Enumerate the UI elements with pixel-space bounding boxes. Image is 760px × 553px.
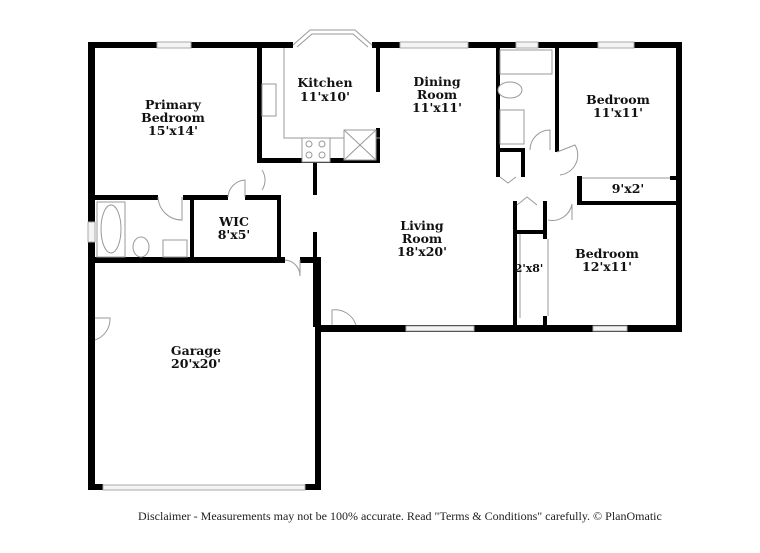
- room-bedroom-2: Bedroom 12'x11': [575, 246, 639, 274]
- room-closet-9x2: 9'x2': [612, 181, 645, 196]
- room-size: 11'x10': [300, 89, 350, 104]
- room-name: Room: [402, 231, 442, 246]
- disclaimer: Disclaimer - Measurements may not be 100…: [138, 509, 662, 523]
- room-size: 12'x11': [582, 259, 632, 274]
- room-garage: Garage 20'x20': [171, 343, 221, 371]
- room-dining-room: Dining Room 11'x11': [412, 74, 462, 115]
- room-name: Garage: [171, 343, 221, 358]
- room-size: 2'x8': [515, 262, 544, 275]
- room-living-room: Living Room 18'x20': [397, 218, 447, 259]
- room-size: 9'x2': [612, 181, 645, 196]
- room-size: 11'x11': [593, 105, 643, 120]
- room-size: 18'x20': [397, 244, 447, 259]
- room-size: 15'x14': [148, 123, 198, 138]
- room-primary-bedroom: Primary Bedroom 15'x14': [141, 97, 205, 138]
- room-name: WIC: [218, 214, 249, 229]
- room-size: 11'x11': [412, 100, 462, 115]
- room-name: Primary: [145, 97, 202, 112]
- room-name: Living: [400, 218, 444, 233]
- room-name: Dining: [413, 74, 461, 89]
- room-name: Kitchen: [297, 75, 352, 90]
- doors: [94, 129, 579, 341]
- room-name: Room: [417, 87, 457, 102]
- fixtures: [96, 48, 670, 318]
- windows: [87, 29, 635, 491]
- room-size: 8'x5': [218, 227, 251, 242]
- room-bedroom-1: Bedroom 11'x11': [586, 92, 650, 120]
- room-closet-2x8: 2'x8': [515, 262, 544, 275]
- room-size: 20'x20': [171, 356, 221, 371]
- room-name: Bedroom: [141, 110, 205, 125]
- room-wic: WIC 8'x5': [218, 214, 251, 242]
- room-name: Bedroom: [586, 92, 650, 107]
- room-name: Bedroom: [575, 246, 639, 261]
- room-kitchen: Kitchen 11'x10': [297, 75, 352, 104]
